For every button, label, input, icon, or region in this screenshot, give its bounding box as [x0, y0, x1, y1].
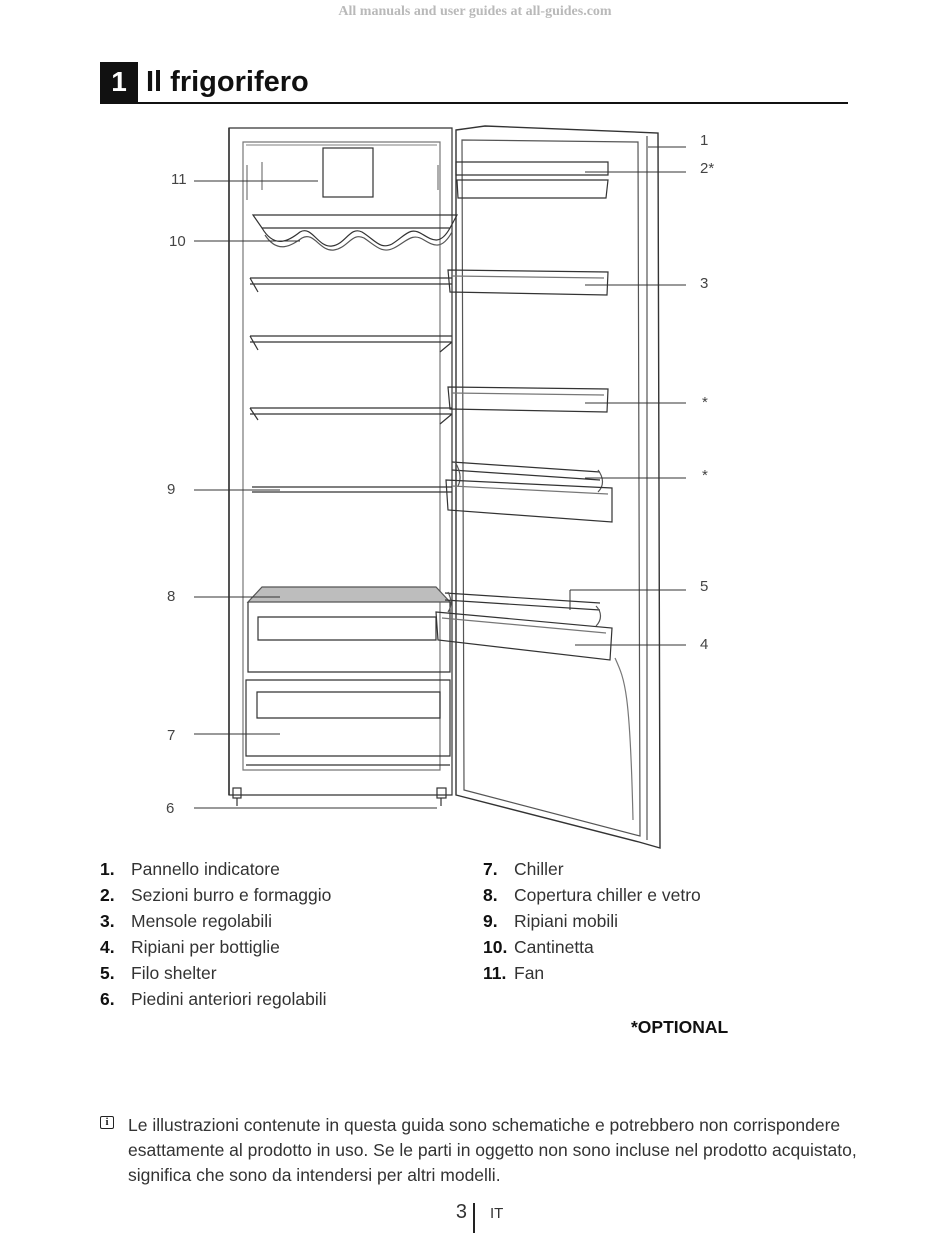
item-label: Ripiani mobili [514, 911, 619, 931]
watermark: All manuals and user guides at all-guide… [338, 4, 612, 19]
item-number: 5. [100, 963, 115, 983]
door-bins [435, 161, 613, 661]
parts-list-left: 1. Pannello indicatore 2. Sezioni burro e … [100, 856, 331, 1012]
item-number: 10. [483, 937, 508, 957]
callout-9: 9 [167, 481, 175, 498]
item-number: 8. [483, 885, 498, 905]
page-number: 3 [455, 1201, 467, 1223]
item-label: Cantinetta [514, 937, 594, 957]
section-header: 1 Il frigorifero [100, 62, 848, 104]
item-label: Chiller [514, 859, 564, 879]
callout-10: 10 [169, 233, 186, 250]
item-number: 4. [100, 937, 115, 957]
item-number: 2. [100, 885, 115, 905]
callout-3: 3 [700, 275, 708, 292]
page-footer: 3 IT [0, 1199, 950, 1235]
wine-rack [251, 214, 459, 251]
footer-divider [473, 1203, 475, 1233]
feet [232, 787, 447, 806]
list-item: 6. Piedini anteriori regolabili [100, 986, 331, 1012]
callout-4: 4 [700, 636, 708, 653]
callout-8: 8 [167, 588, 175, 605]
callout-optional-b: * [702, 467, 708, 484]
door [455, 125, 661, 849]
callout-lines [194, 146, 686, 809]
language-code: IT [490, 1205, 504, 1222]
item-label: Copertura chiller e vetro [514, 885, 701, 905]
callout-1: 1 [700, 132, 708, 149]
optional-note: *OPTIONAL [631, 1017, 729, 1037]
item-number: 9. [483, 911, 498, 931]
callout-7: 7 [167, 727, 175, 744]
fan-unit [322, 147, 374, 198]
list-item: 8. Copertura chiller e vetro [483, 882, 701, 908]
parts-list-right: 7. Chiller 8. Copertura chiller e vetro 9.… [483, 856, 701, 986]
item-label: Fan [514, 963, 545, 983]
callout-5: 5 [700, 578, 708, 595]
item-label: Pannello indicatore [131, 859, 280, 879]
callout-2: 2* [700, 160, 714, 177]
info-icon: i [100, 1116, 114, 1129]
item-number: 1. [100, 859, 115, 879]
shelves [249, 277, 453, 493]
item-label: Filo shelter [131, 963, 217, 983]
callout-6: 6 [166, 800, 174, 817]
list-item: 9. Ripiani mobili [483, 908, 701, 934]
list-item: 1. Pannello indicatore [100, 856, 331, 882]
item-label: Mensole regolabili [131, 911, 273, 931]
item-label: Piedini anteriori regolabili [131, 989, 327, 1009]
section-title: Il frigorifero [146, 66, 309, 98]
info-note: i Le illustrazioni contenute in questa g… [100, 1113, 860, 1188]
item-number: 11. [483, 963, 507, 983]
item-number: 7. [483, 859, 498, 879]
list-item: 10. Cantinetta [483, 934, 701, 960]
callout-optional-a: * [702, 394, 708, 411]
item-label: Sezioni burro e formaggio [131, 885, 332, 905]
list-item: 11. Fan [483, 960, 701, 986]
list-item: 3. Mensole regolabili [100, 908, 331, 934]
section-number: 1 [100, 62, 138, 102]
note-text: Le illustrazioni contenute in questa gui… [128, 1115, 857, 1185]
fridge-diagram: 1 2* 3 * * 5 4 11 10 9 8 7 6 [166, 125, 714, 849]
callout-11: 11 [171, 171, 187, 188]
item-number: 6. [100, 989, 115, 1009]
list-item: 4. Ripiani per bottiglie [100, 934, 331, 960]
list-item: 5. Filo shelter [100, 960, 331, 986]
item-label: Ripiani per bottiglie [131, 937, 280, 957]
list-item: 2. Sezioni burro e formaggio [100, 882, 331, 908]
list-item: 7. Chiller [483, 856, 701, 882]
chiller [245, 586, 452, 766]
item-number: 3. [100, 911, 115, 931]
